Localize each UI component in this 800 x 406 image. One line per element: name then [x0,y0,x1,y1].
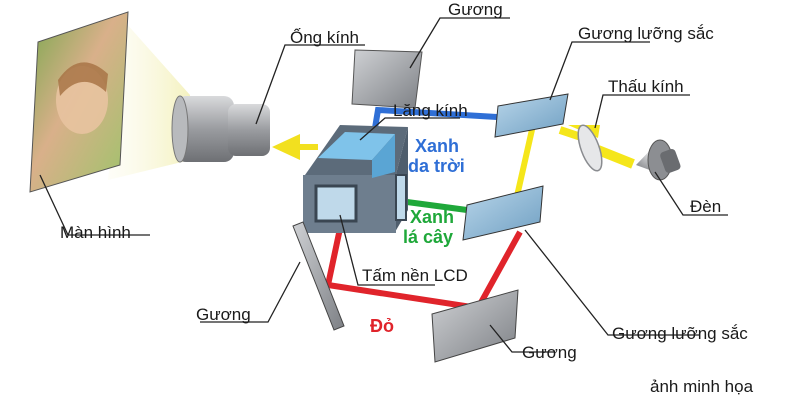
mirror-left [292,221,345,331]
dichroic-top [494,93,569,138]
label-lens: Ống kính [290,27,359,47]
lens [171,95,270,163]
label-prism: Lăng kính [393,101,468,120]
screen [29,11,190,193]
lamp-base [660,148,681,173]
label-dichroic-bottom: Gương lưỡng sắc [612,324,748,343]
label-lamp: Đèn [690,197,721,216]
leader-mirror-bottom [489,324,555,353]
prism-cube [303,125,408,233]
yellow-beam-1 [596,145,635,169]
label-green-line2: lá cây [403,227,453,247]
label-green-line1: Xanh [410,207,454,227]
lcd-panel-front [314,184,358,223]
lens-barrel-front [228,104,270,156]
leader-dichroic-bottom [524,229,700,336]
labels: Màn hình Ống kính Gương Gương lưỡng sắc … [60,0,754,396]
label-screen: Màn hình [60,223,131,242]
label-mirror-left: Gương [196,305,251,324]
red-beam [324,204,523,312]
condenser-lens [577,124,603,172]
lamp [636,139,681,181]
lens-barrel-back [176,96,234,162]
label-lcd-panel: Tấm nền LCD [362,266,468,285]
label-blue-line2: da trời [408,156,465,176]
label-blue-line1: Xanh [415,136,459,156]
leader-dichroic-top [549,41,650,101]
leader-mirror-top [409,17,510,69]
mirror-bottom [431,289,519,363]
label-red: Đỏ [370,316,394,336]
leader-lcd [339,214,435,286]
mirror-top [351,49,423,109]
condenser-icon [577,124,603,172]
label-mirror-bottom: Gương [522,343,577,362]
leader-lines [39,17,728,353]
leader-mirror-left [200,261,301,323]
dichroic-bottom [462,185,544,241]
label-dichroic-top: Gương lưỡng sắc [578,24,714,43]
light-cone [108,22,190,180]
label-mirror-top: Gương [448,0,503,19]
leader-condenser [594,94,690,129]
arrow-to-lens [272,134,318,160]
screen-hair [58,62,108,96]
lens-front-glass [171,95,189,163]
leader-lamp [654,171,728,216]
blue-beam [372,106,498,129]
mirrors [292,49,569,363]
lcd-panel-side [395,174,407,221]
prism-face [318,132,395,160]
prism-face-side [372,134,395,178]
caption: ảnh minh họa [650,377,754,396]
label-condenser: Thấu kính [608,77,684,96]
leader-screen [39,174,150,236]
leader-prism [359,117,460,141]
leader-lens [255,44,365,125]
